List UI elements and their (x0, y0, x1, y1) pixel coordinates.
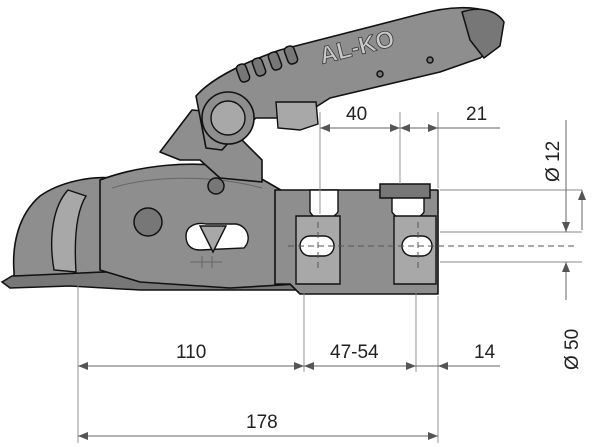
bolt-slot-right (401, 235, 433, 257)
rivet-round (133, 207, 163, 237)
dim-side-small: Ø 12 (543, 141, 564, 182)
dim-side-large: Ø 50 (562, 329, 583, 370)
handle-grip-ribs (235, 45, 299, 83)
dimension-lines (78, 120, 586, 440)
dim-bottom-right: 14 (474, 342, 496, 363)
center-lines (288, 222, 578, 272)
rivet-small (207, 177, 225, 195)
dim-top-right: 21 (466, 104, 487, 125)
wear-indicator-marker (198, 225, 228, 254)
handle-dot-1 (376, 70, 384, 78)
body-ridge (111, 177, 263, 189)
housing-top-block (379, 183, 431, 199)
coupling-head: AL-KO (0, 6, 505, 295)
dim-bottom-middle: 47-54 (330, 342, 379, 363)
dim-bottom-left: 110 (176, 342, 206, 363)
dim-overall: 178 (246, 412, 278, 433)
safety-lever (275, 101, 319, 131)
pivot-bolt-inner (210, 100, 246, 136)
socket-rim (51, 189, 88, 273)
wear-indicator-scale (190, 256, 222, 268)
handle-grip-end (461, 8, 505, 60)
handle-dot-2 (426, 56, 434, 64)
extension-lines (77, 112, 582, 443)
dim-top-left: 40 (346, 104, 367, 125)
housing-notch-left (309, 189, 339, 221)
dimension-labels: 40 21 Ø 12 Ø 50 110 47-54 14 178 (176, 104, 583, 433)
